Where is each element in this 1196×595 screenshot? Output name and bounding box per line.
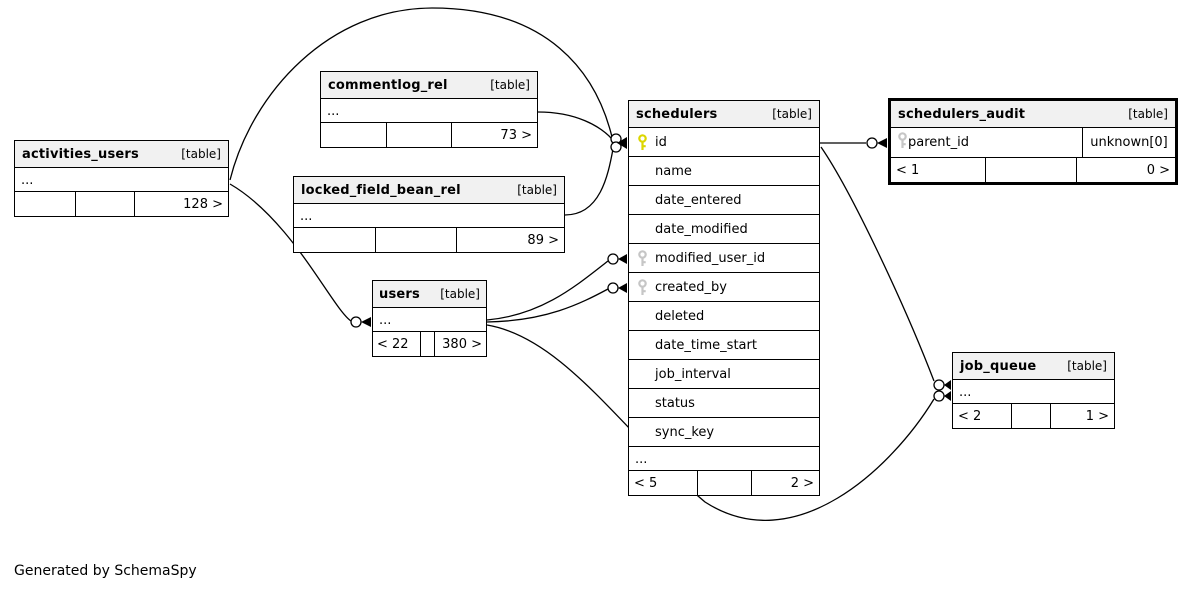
foreign-key-icon [897,132,908,153]
table-name[interactable]: users [379,286,420,302]
table-name[interactable]: commentlog_rel [328,77,448,93]
stat-cell [385,123,451,147]
stat-cell [375,228,456,252]
edge-commentlog-rel-to-schedulers-id [537,111,613,140]
stat-cell: < 2 [958,408,982,424]
column-row-date-modified[interactable]: date_modified [629,215,819,244]
column-row-sync-key[interactable]: sync_key [629,418,819,447]
hidden-columns-row: ... [373,308,486,332]
table-tag: [table] [440,287,480,301]
stat-cell: 128 > [134,192,228,216]
stat-cell: 89 > [456,228,564,252]
hidden-columns-row: ... [15,168,228,192]
column-label: id [655,134,667,150]
table-header[interactable]: users [table] [373,281,486,308]
stat-cell [74,192,135,216]
column-row-job-interval[interactable]: job_interval [629,360,819,389]
column-row-status[interactable]: status [629,389,819,418]
table-job-queue[interactable]: job_queue [table] ... < 2 1 > [952,352,1115,429]
table-stats-row: < 2 1 > [953,404,1114,428]
column-label: sync_key [655,424,715,440]
table-tag: [table] [1128,107,1168,121]
column-row-created-by[interactable]: created_by [629,273,819,302]
column-row-date-entered[interactable]: date_entered [629,186,819,215]
table-tag: [table] [517,183,557,197]
table-tag: [table] [181,147,221,161]
table-header[interactable]: schedulers_audit [table] [891,101,1175,128]
table-name[interactable]: schedulers_audit [898,106,1026,122]
stat-cell: < 1 [896,162,920,178]
stat-cell: < 5 [634,475,658,491]
stat-cell: 73 > [450,123,537,147]
hidden-columns-row: ... [953,380,1114,404]
table-name[interactable]: activities_users [22,146,139,162]
table-locked-field-bean-rel[interactable]: locked_field_bean_rel [table] ... 89 > [293,176,565,253]
column-label: deleted [655,308,705,324]
hidden-columns-row: ... [294,204,564,228]
table-stats-row: < 5 2 > [629,471,819,495]
table-header[interactable]: schedulers [table] [629,101,819,128]
edge-users-to-schedulers-created-by [486,288,609,323]
table-header[interactable]: locked_field_bean_rel [table] [294,177,564,204]
table-tag: [table] [490,78,530,92]
table-stats-row: < 22 380 > [373,332,486,356]
column-label: created_by [655,279,727,295]
edge-users-to-schedulers-modified-user-id [486,260,609,321]
table-stats-row: < 1 0 > [891,158,1175,182]
stat-cell [15,192,75,216]
table-users[interactable]: users [table] ... < 22 380 > [372,280,487,357]
stat-cell: 1 > [1049,404,1114,428]
stat-cell: 0 > [1075,158,1175,182]
column-row-id[interactable]: id [629,128,819,157]
table-header[interactable]: commentlog_rel [table] [321,72,537,99]
stat-cell [984,158,1076,182]
column-row-date-time-start[interactable]: date_time_start [629,331,819,360]
column-label: parent_id [908,135,969,150]
hidden-columns-row: ... [629,447,819,471]
stat-cell [321,123,386,147]
column-row-modified-user-id[interactable]: modified_user_id [629,244,819,273]
table-name[interactable]: locked_field_bean_rel [301,182,461,198]
primary-key-icon [637,133,648,151]
table-tag: [table] [772,107,812,121]
stat-cell: 380 > [434,332,486,356]
column-label: date_time_start [655,337,757,353]
column-label: date_modified [655,221,748,237]
column-label: job_interval [655,366,731,382]
column-row-deleted[interactable]: deleted [629,302,819,331]
table-schedulers-audit[interactable]: schedulers_audit [table] parent_id unkno… [888,98,1178,185]
table-schedulers[interactable]: schedulers [table] id name date_entered … [628,100,820,496]
generated-by-label: Generated by SchemaSpy [14,563,197,579]
column-type: unknown[0] [1082,128,1175,157]
column-row-parent-id[interactable]: parent_id unknown[0] [891,128,1175,158]
stat-cell [697,471,750,495]
table-commentlog-rel[interactable]: commentlog_rel [table] ... 73 > [320,71,538,148]
table-name[interactable]: schedulers [636,106,718,122]
hidden-columns-row: ... [321,99,537,123]
table-activities-users[interactable]: activities_users [table] ... 128 > [14,140,229,217]
table-header[interactable]: activities_users [table] [15,141,228,168]
table-tag: [table] [1067,359,1107,373]
table-header[interactable]: job_queue [table] [953,353,1114,380]
edge-locked-field-bean-rel-to-schedulers-id [564,148,614,216]
stat-cell [420,332,434,356]
column-row-name[interactable]: name [629,157,819,186]
table-stats-row: 128 > [15,192,228,216]
foreign-key-icon [637,249,648,267]
foreign-key-icon [637,278,648,296]
column-label: date_entered [655,192,742,208]
stat-cell [294,228,375,252]
table-stats-row: 73 > [321,123,537,147]
column-label: modified_user_id [655,250,766,266]
stat-cell: < 22 [377,336,409,352]
column-label: status [655,395,695,411]
table-stats-row: 89 > [294,228,564,252]
stat-cell: 2 > [750,471,819,495]
stat-cell [1010,404,1050,428]
table-name[interactable]: job_queue [960,358,1037,374]
column-label: name [655,163,692,179]
